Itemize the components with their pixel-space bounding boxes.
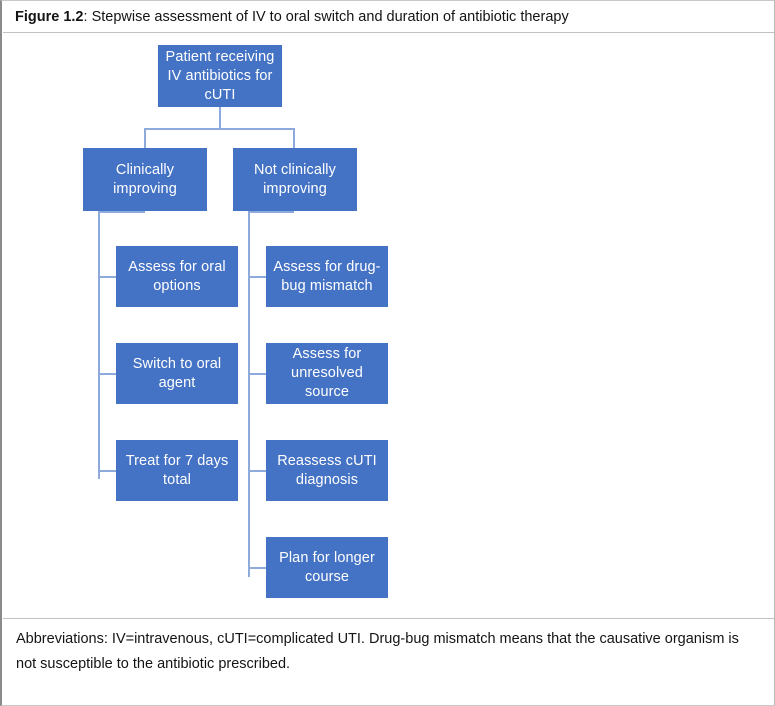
- flow-box-assess-oral-options-label: Assess for oral options: [128, 258, 226, 294]
- flow-box-treat-7-days[interactable]: Treat for 7 days total: [116, 440, 238, 501]
- flow-box-assess-drug-bug-mismatch[interactable]: Assess for drug-bug mismatch: [266, 246, 388, 307]
- connector-right-stub-3: [248, 470, 268, 472]
- connector-right-branch-to-trunk: [248, 211, 294, 213]
- connector-right-trunk: [248, 211, 250, 577]
- connector-root-down: [219, 107, 221, 129]
- flow-box-clinically-improving[interactable]: Clinically improving: [83, 148, 207, 211]
- flow-box-switch-oral-agent[interactable]: Switch to oral agent: [116, 343, 238, 404]
- footer-divider: [3, 618, 774, 619]
- flow-box-plan-longer-course-label: Plan for longer course: [279, 549, 375, 585]
- connector-left-trunk: [98, 211, 100, 479]
- caption-divider: [3, 32, 774, 33]
- flowchart-diagram: Patient receiving IV antibiotics for cUT…: [2, 33, 774, 618]
- abbreviations-note: Abbreviations: IV=intravenous, cUTI=comp…: [16, 631, 739, 672]
- flow-box-root[interactable]: Patient receiving IV antibiotics for cUT…: [158, 45, 282, 107]
- flow-box-assess-unresolved-source-label: Assess for unresolved source: [291, 346, 363, 400]
- connector-left-stub-3: [98, 470, 117, 472]
- flow-box-assess-unresolved-source[interactable]: Assess for unresolved source: [266, 343, 388, 404]
- flow-box-not-clinically-improving[interactable]: Not clinically improving: [233, 148, 357, 211]
- figure-caption: Figure 1.2: Stepwise assessment of IV to…: [15, 8, 765, 26]
- connector-left-stub-1: [98, 276, 117, 278]
- figure-label: Figure 1.2: [15, 9, 84, 25]
- flow-box-clinically-improving-label: Clinically improving: [113, 161, 177, 197]
- flow-box-assess-oral-options[interactable]: Assess for oral options: [116, 246, 238, 307]
- flow-box-assess-drug-bug-mismatch-label: Assess for drug-bug mismatch: [273, 258, 381, 294]
- flow-box-reassess-cuti-diagnosis-label: Reassess cUTI diagnosis: [277, 452, 377, 488]
- connector-right-stub-1: [248, 276, 268, 278]
- flow-box-root-label: Patient receiving IV antibiotics for cUT…: [165, 48, 275, 103]
- figure-caption-separator: :: [83, 9, 92, 25]
- connector-split-left-down: [144, 128, 146, 149]
- flow-box-reassess-cuti-diagnosis[interactable]: Reassess cUTI diagnosis: [266, 440, 388, 501]
- connector-left-stub-2: [98, 373, 117, 375]
- connector-split-right-down: [293, 128, 295, 149]
- connector-left-branch-to-trunk: [98, 211, 145, 213]
- flow-box-treat-7-days-label: Treat for 7 days total: [125, 452, 229, 488]
- flow-box-switch-oral-agent-label: Switch to oral agent: [132, 355, 222, 391]
- connector-right-stub-2: [248, 373, 268, 375]
- flow-box-not-clinically-improving-label: Not clinically improving: [254, 161, 336, 197]
- connector-split-bar: [144, 128, 295, 130]
- figure-title: Stepwise assessment of IV to oral switch…: [91, 9, 569, 25]
- connector-right-stub-4: [248, 567, 268, 569]
- flow-box-plan-longer-course[interactable]: Plan for longer course: [266, 537, 388, 598]
